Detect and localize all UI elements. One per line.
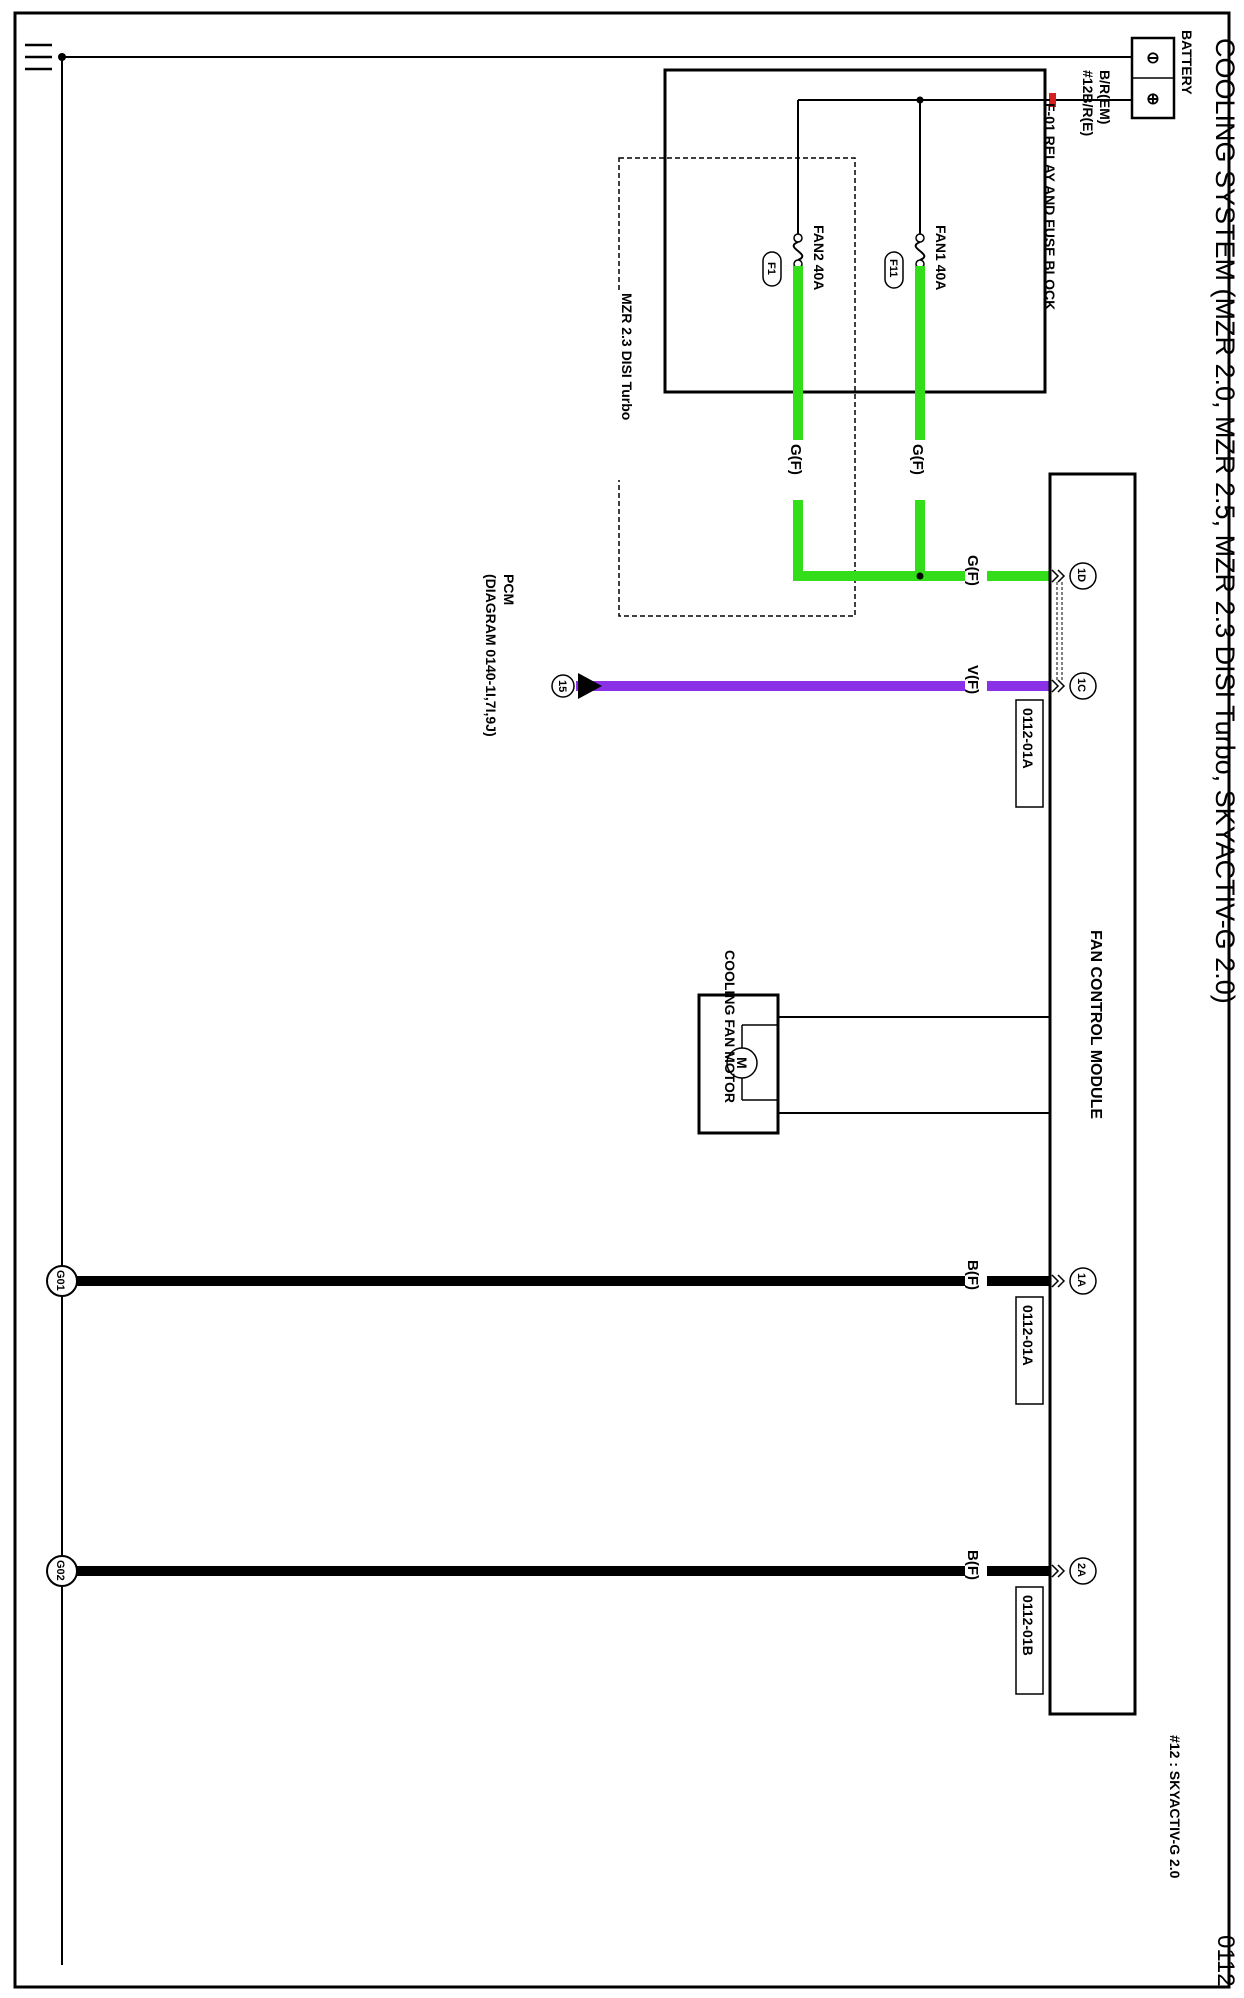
fan1-green-junction	[916, 572, 924, 580]
variant-box	[618, 157, 856, 617]
cooling-fan-motor-label: COOLING FAN MOTOR	[722, 950, 738, 1103]
pcm-arrow-icon	[578, 673, 602, 699]
pin1a-wire-color-label: B(F)	[964, 1260, 981, 1290]
battery-wire-label-2: #12B/R(E)	[1080, 70, 1096, 136]
battery-minus-icon: ⊖	[1146, 50, 1159, 67]
svg-text:15: 15	[556, 680, 568, 692]
fan-control-module-label: FAN CONTROL MODULE	[1087, 930, 1104, 1119]
pin-2a: 2A	[1069, 1557, 1097, 1585]
svg-text:M: M	[734, 1057, 750, 1069]
svg-text:0112-01B: 0112-01B	[1020, 1595, 1036, 1656]
fuse-fan1-label: FAN1 40A	[933, 225, 949, 290]
svg-text:1C: 1C	[1075, 678, 1087, 692]
pcm-diagram-ref: (DIAGRAM 0140-1I,7I,9J)	[483, 574, 499, 737]
pin1c-wire-color-label: V(F)	[964, 665, 981, 694]
svg-text:G02: G02	[54, 1560, 66, 1581]
page-title: COOLING SYSTEM (MZR 2.0, MZR 2.5, MZR 2.…	[1210, 38, 1240, 1004]
svg-text:0112-01A: 0112-01A	[1020, 708, 1036, 769]
fan1-wire-color-label: G(F)	[909, 444, 926, 475]
svg-text:1A: 1A	[1075, 1273, 1087, 1287]
fuse-fan1	[914, 233, 926, 269]
battery-plus-icon: ⊕	[1146, 91, 1159, 108]
pin-1c: 1C	[1069, 672, 1097, 700]
pin1d-wire-color-label: G(F)	[964, 555, 981, 586]
pcm-label: PCM	[501, 574, 517, 605]
connector-label-1: 0112-01A	[1015, 699, 1044, 808]
battery-label: BATTERY	[1179, 30, 1195, 95]
fan2-wire-color-label: G(F)	[787, 444, 804, 475]
fan-control-module	[1048, 472, 1137, 1716]
fuse-fan2-label: FAN2 40A	[811, 225, 827, 290]
connector-label-3: 0112-01B	[1015, 1586, 1044, 1695]
svg-text:1D: 1D	[1075, 568, 1087, 582]
pin-1a: 1A	[1069, 1267, 1097, 1295]
motor-icon: M	[726, 1047, 758, 1079]
relay-fuse-block	[663, 68, 1047, 394]
pin-1d: 1D	[1069, 562, 1097, 590]
svg-text:G01: G01	[54, 1270, 66, 1291]
pcm-pin-badge: 15	[551, 674, 575, 698]
battery-wire-label-1: B/R(EM)	[1097, 70, 1113, 124]
relay-fuse-block-label: F-01 RELAY AND FUSE BLOCK	[1042, 103, 1058, 310]
battery-terminal-marker	[1049, 93, 1056, 107]
ground-junction	[58, 53, 66, 61]
connector-label-2: 0112-01A	[1015, 1296, 1044, 1405]
connector-terminals	[1051, 569, 1066, 1578]
fuse-fan1-id-badge: F11	[884, 251, 904, 289]
ground-g01: G01	[46, 1265, 78, 1297]
footnote: #12 : SKYACTIV-G 2.0	[1167, 1735, 1183, 1879]
svg-text:F1: F1	[765, 262, 777, 275]
page-border	[13, 11, 1231, 1989]
fuse-fan2-id-badge: F1	[762, 251, 782, 287]
pin2a-wire-color-label: B(F)	[964, 1550, 981, 1580]
page-number: 0112	[1212, 1935, 1239, 1987]
ground-symbol	[25, 43, 52, 71]
svg-text:2A: 2A	[1075, 1563, 1087, 1577]
ground-g02: G02	[46, 1555, 78, 1587]
svg-text:0112-01A: 0112-01A	[1020, 1305, 1036, 1366]
variant-box-label: MZR 2.3 DISI Turbo	[619, 293, 635, 420]
fuse-fan2	[792, 233, 804, 269]
battery: ⊖ ⊕	[1130, 36, 1176, 120]
shielded-link	[1056, 582, 1063, 680]
svg-text:F11: F11	[887, 259, 899, 277]
